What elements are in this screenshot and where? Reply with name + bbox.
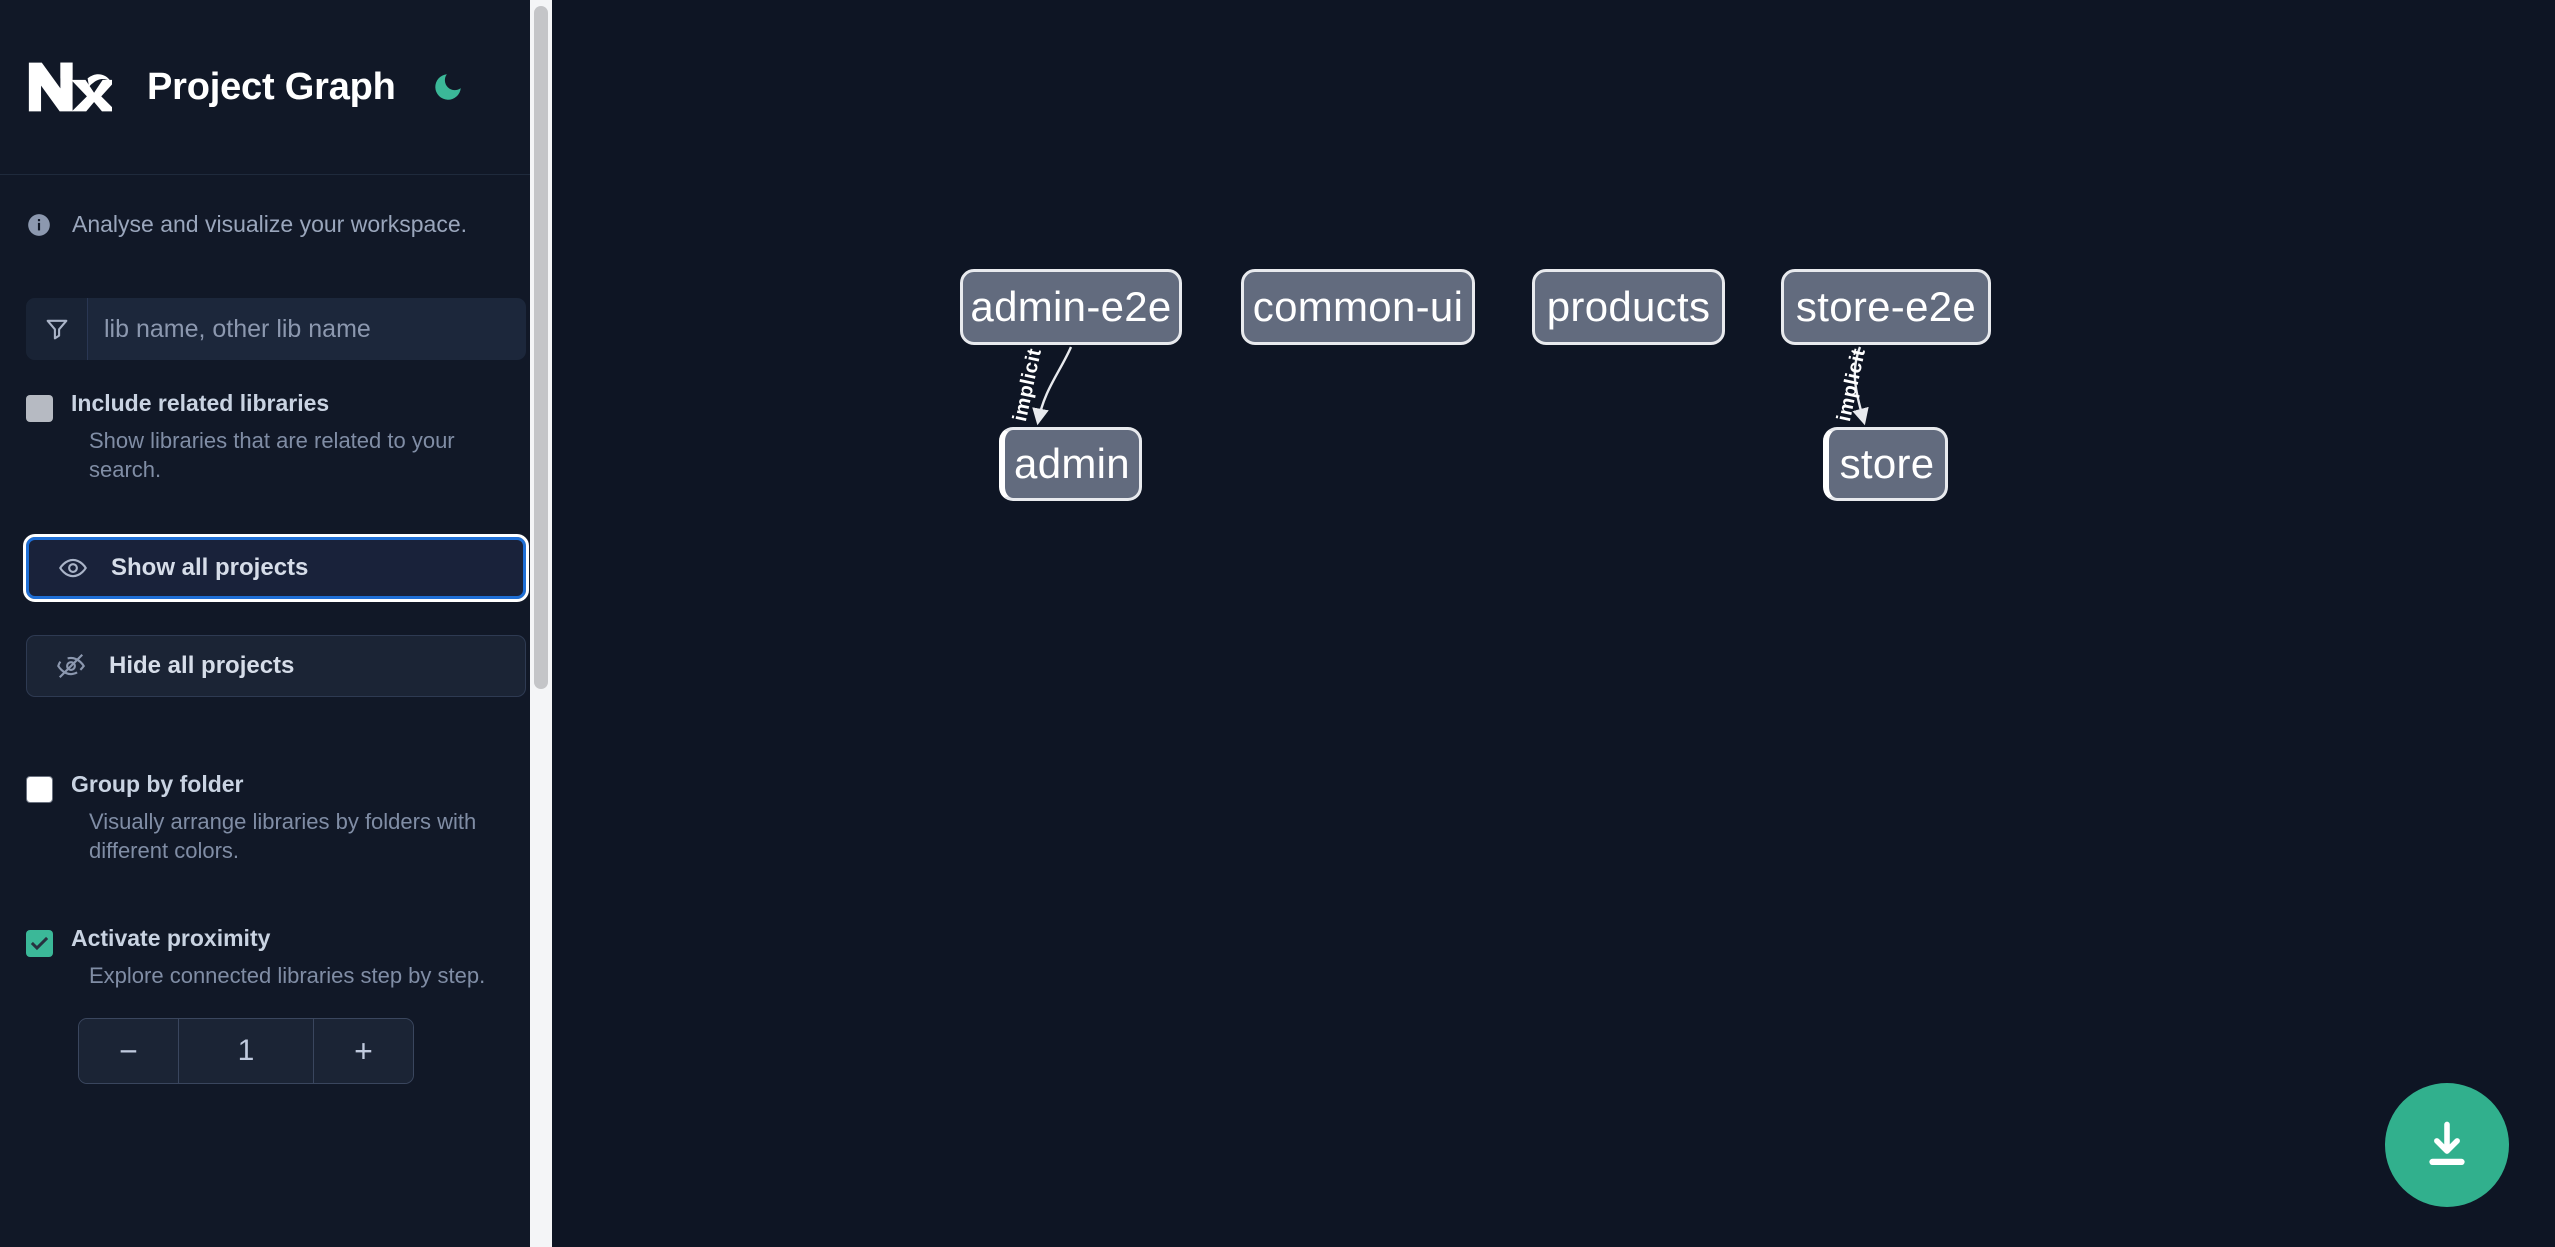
filter-field[interactable] [26, 298, 526, 360]
graph-node-common-ui[interactable]: common-ui [1241, 269, 1475, 345]
activate-proximity-label: Activate proximity [71, 925, 271, 951]
include-related-libraries-checkbox[interactable] [26, 395, 53, 422]
graph-node-admin-e2e[interactable]: admin-e2e [960, 269, 1182, 345]
edge-store-e2e-to-store [1852, 346, 1869, 426]
page-title: Project Graph [147, 65, 396, 108]
graph-node-label: admin [1014, 440, 1130, 487]
filter-icon [26, 298, 88, 360]
search-input[interactable] [88, 298, 526, 360]
graph-edges [1032, 346, 1869, 426]
graph-node-products[interactable]: products [1532, 269, 1725, 345]
download-icon [2429, 1121, 2465, 1166]
graph-node-label: store-e2e [1795, 283, 1977, 330]
hide-all-projects-label: Hide all projects [109, 651, 295, 679]
proximity-increment-button[interactable]: + [313, 1019, 413, 1084]
include-related-libraries-label: Include related libraries [71, 390, 330, 416]
workspace-info: Analyse and visualize your workspace. [0, 175, 552, 238]
group-by-folder-description: Visually arrange libraries by folders wi… [89, 808, 477, 863]
eye-icon [57, 552, 89, 584]
proximity-value: 1 [179, 1019, 313, 1084]
workspace-info-text: Analyse and visualize your workspace. [72, 211, 468, 237]
edge-label-admin-e2e-to-admin: implicit [1009, 346, 1046, 424]
graph-node-admin[interactable]: admin [999, 427, 1142, 501]
sidebar-header: Project Graph [0, 0, 552, 175]
graph-node-label: products [1546, 283, 1711, 330]
graph-node-label: admin-e2e [970, 283, 1172, 330]
edge-admin-e2e-to-admin [1032, 346, 1073, 426]
sidebar-scrollbar-thumb[interactable] [534, 6, 548, 689]
activate-proximity-description: Explore connected libraries step by step… [89, 963, 486, 988]
moon-icon[interactable] [426, 65, 470, 109]
show-all-projects-label: Show all projects [111, 553, 309, 581]
graph-node-label: common-ui [1252, 283, 1464, 330]
group-by-folder-checkbox[interactable] [26, 775, 53, 803]
option-activate-proximity: Activate proximity Explore connected lib… [0, 895, 552, 990]
include-related-libraries-description: Show libraries that are related to your … [89, 428, 455, 483]
group-by-folder-label: Group by folder [71, 770, 244, 797]
project-visibility-buttons: Show all projects Hide all projects [23, 533, 529, 697]
info-icon [26, 212, 52, 238]
graph-node-store-e2e[interactable]: store-e2e [1781, 269, 1991, 345]
activate-proximity-checkbox[interactable] [26, 930, 53, 957]
option-group-by-folder: Group by folder Visually arrange librari… [0, 741, 552, 866]
download-button[interactable] [2385, 1083, 2509, 1207]
option-include-related-libraries: Include related libraries Show libraries… [0, 360, 552, 485]
sidebar-scrollbar-track[interactable] [530, 0, 552, 1247]
graph-node-store[interactable]: store [1823, 427, 1948, 501]
eye-slash-icon [55, 650, 87, 682]
edge-label-store-e2e-to-store: implicit [1833, 346, 1870, 424]
graph-canvas[interactable]: admin-e2e common-ui products store-e2e admin… [552, 0, 2555, 1247]
proximity-decrement-button[interactable]: − [79, 1019, 179, 1084]
graph-node-label: store [1839, 440, 1935, 487]
show-all-projects-button[interactable]: Show all projects [23, 533, 529, 602]
sidebar: Project Graph Analyse and visualize your… [0, 0, 552, 1247]
proximity-stepper: − 1 + [78, 1018, 414, 1085]
nx-logo-icon [26, 58, 117, 116]
hide-all-projects-button[interactable]: Hide all projects [26, 634, 526, 697]
